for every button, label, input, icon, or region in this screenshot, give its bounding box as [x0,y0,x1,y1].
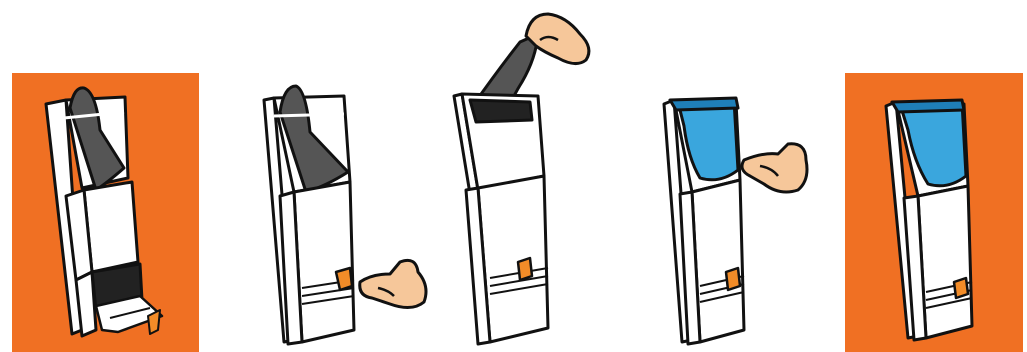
dispenser-install-blue-liner-icon [640,0,820,352]
step-2-panel [240,0,440,352]
step-4-panel [640,0,820,352]
step-1-panel [0,0,210,352]
pointing-hand-icon [742,144,807,192]
dispenser-open-bottom-icon [0,0,210,352]
pointing-hand-icon [360,260,426,307]
dispenser-pull-liner-icon [440,0,620,352]
step-3-panel [440,0,620,352]
step-5-panel [840,0,1027,352]
dispenser-ready-icon [840,0,1027,352]
dispenser-press-trigger-icon [240,0,440,352]
